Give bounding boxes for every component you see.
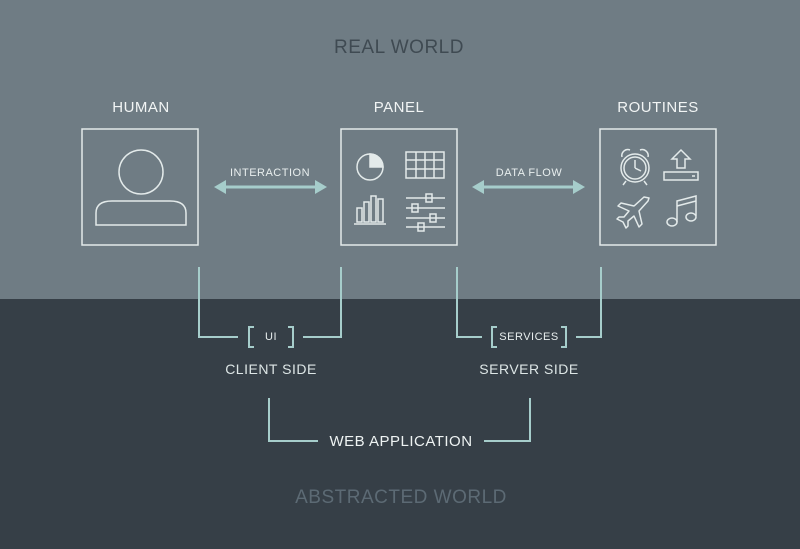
real-world-label: REAL WORLD bbox=[334, 37, 464, 58]
web-application-label: WEB APPLICATION bbox=[329, 433, 473, 450]
bar-chart-icon bbox=[354, 195, 386, 225]
services-label: SERVICES bbox=[499, 331, 559, 343]
server-side-label: SERVER SIDE bbox=[479, 361, 579, 377]
client-side-label: CLIENT SIDE bbox=[225, 361, 317, 377]
server-side-connector bbox=[456, 267, 602, 348]
music-note-icon bbox=[666, 195, 697, 227]
real-world-region bbox=[0, 0, 800, 299]
client-side-connector bbox=[198, 267, 342, 348]
data-flow-arrow bbox=[472, 180, 585, 194]
interaction-label: INTERACTION bbox=[229, 167, 311, 179]
ui-label: UI bbox=[265, 331, 277, 343]
table-grid-icon bbox=[405, 151, 445, 179]
panel-title: PANEL bbox=[373, 99, 425, 116]
panel-box bbox=[340, 128, 458, 246]
upload-icon bbox=[663, 148, 699, 181]
person-icon bbox=[95, 149, 187, 226]
web-application-connector bbox=[268, 398, 531, 442]
human-box bbox=[81, 128, 199, 246]
human-title: HUMAN bbox=[112, 99, 170, 116]
data-flow-label: DATA FLOW bbox=[495, 167, 563, 179]
alarm-clock-icon bbox=[620, 148, 650, 186]
routines-title: ROUTINES bbox=[617, 99, 699, 116]
abstracted-world-label: ABSTRACTED WORLD bbox=[295, 487, 507, 508]
interaction-arrow bbox=[214, 180, 327, 194]
airplane-icon bbox=[616, 196, 650, 229]
pie-chart-icon bbox=[356, 153, 384, 181]
sliders-icon bbox=[406, 193, 445, 232]
routines-box bbox=[599, 128, 717, 246]
